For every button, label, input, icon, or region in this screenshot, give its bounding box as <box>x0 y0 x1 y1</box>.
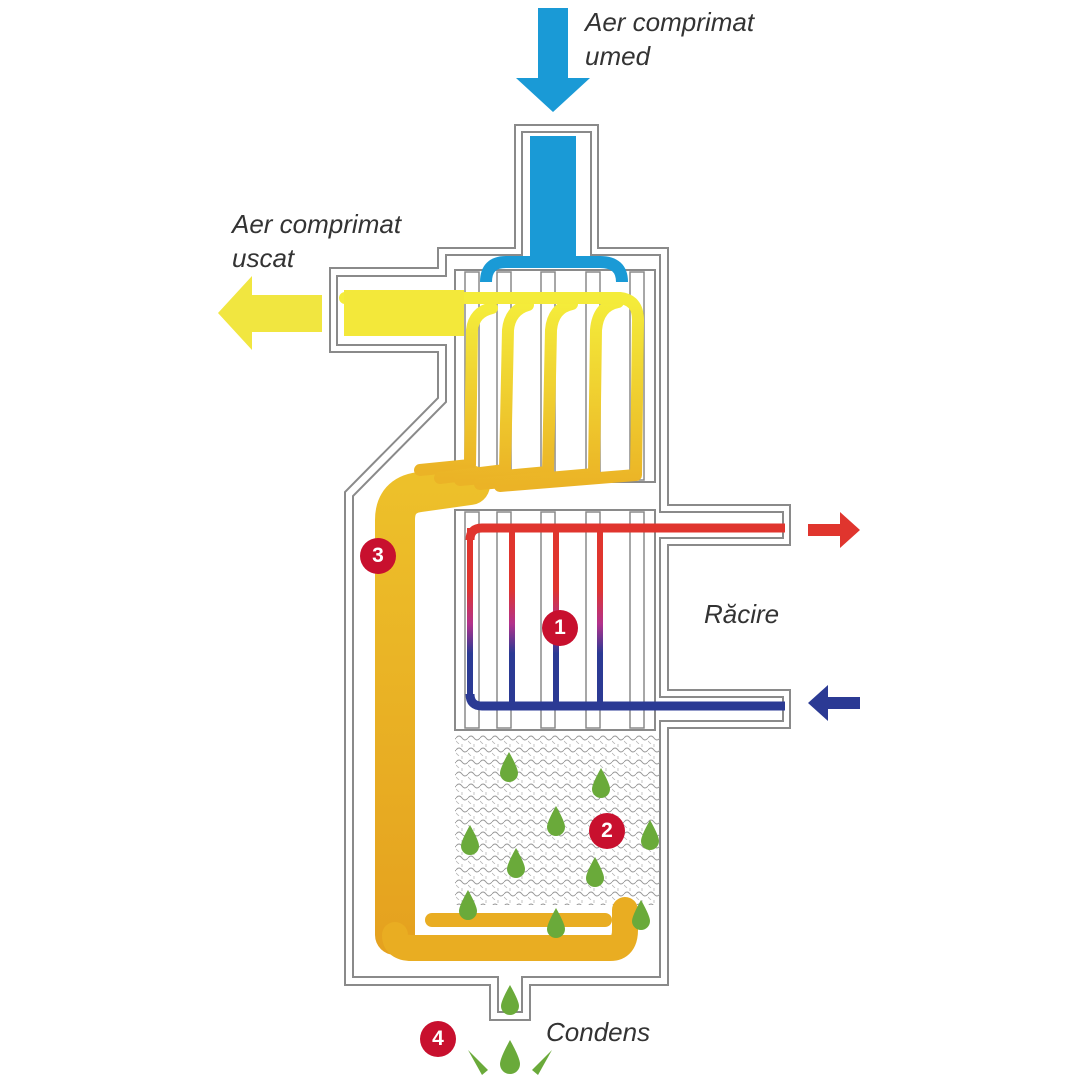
dry-air-outlet-pipe <box>344 290 464 336</box>
condensate-label: Condens <box>546 1017 651 1047</box>
droplet-icon <box>459 752 659 1075</box>
arrow-right-icon <box>808 512 860 548</box>
wet-air-flow <box>480 136 628 283</box>
arrow-down-icon <box>516 8 590 112</box>
inlet-label-line1: Aer comprimat <box>585 7 755 37</box>
cooling-label: Răcire <box>704 599 780 629</box>
arrow-left-icon <box>218 276 322 350</box>
coolant-loop <box>465 523 785 711</box>
wet-air-tubes <box>484 262 626 911</box>
outlet-label-line2: uscat <box>232 243 295 273</box>
badge-2: 2 <box>589 813 625 849</box>
outlet-label-line1: Aer comprimat <box>232 209 402 239</box>
inlet-label-line2: umed <box>585 41 651 71</box>
badge-4: 4 <box>420 1021 456 1057</box>
badge-1: 1 <box>542 610 578 646</box>
arrow-left-icon <box>808 685 860 721</box>
badge-3: 3 <box>360 538 396 574</box>
dry-air-flow <box>339 292 644 961</box>
housing <box>329 124 791 1021</box>
